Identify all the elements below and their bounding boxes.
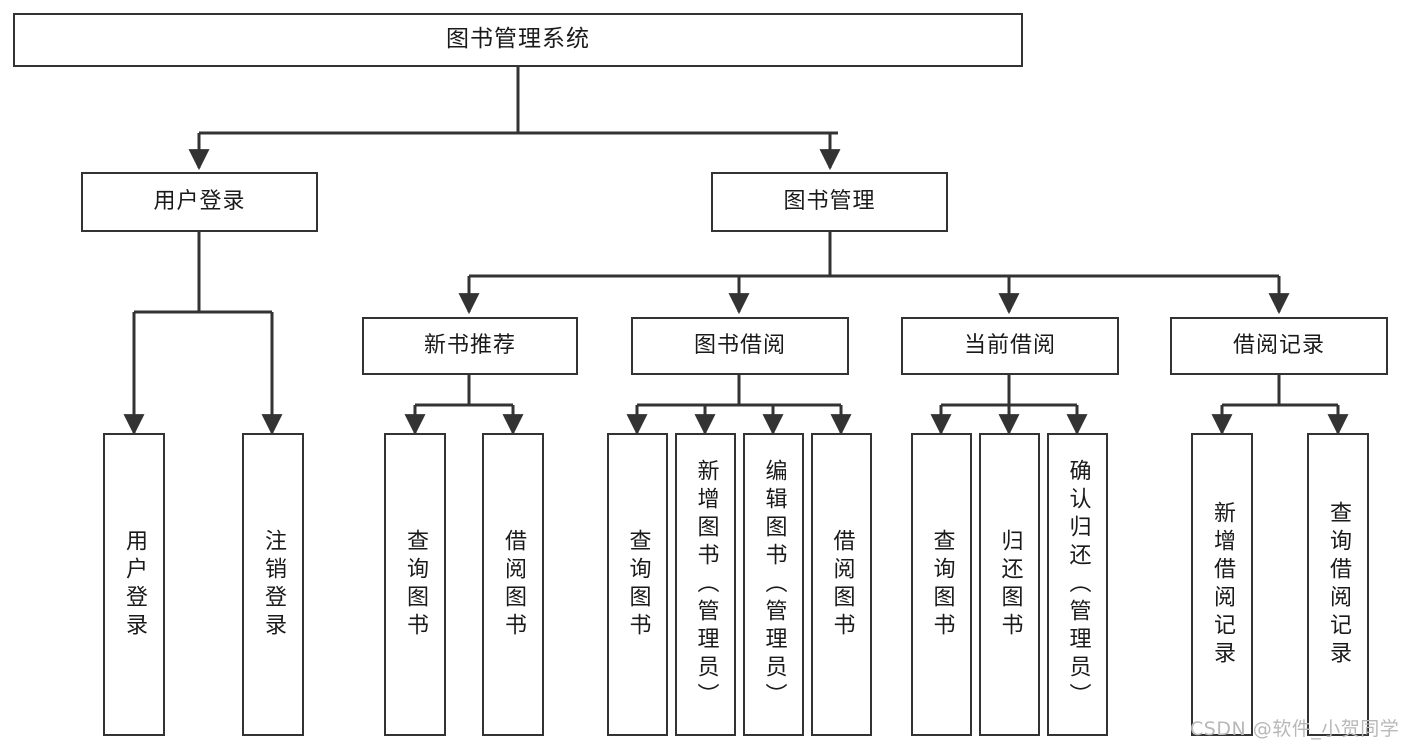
- node-book-management[interactable]: 图书管理: [711, 172, 948, 232]
- node-label: 查询借阅记录: [1326, 500, 1351, 669]
- leaf-book-borrow-borrow[interactable]: 借阅图书: [811, 433, 872, 736]
- csdn-watermark: CSDN @软件_小贺同学: [1190, 718, 1400, 740]
- node-root-library-system[interactable]: 图书管理系统: [13, 13, 1023, 67]
- node-label: 图书借阅: [693, 332, 786, 358]
- node-label: 用户登录: [122, 528, 147, 641]
- node-label: 用户登录: [153, 188, 246, 214]
- leaf-borrow-record-add[interactable]: 新增借阅记录: [1191, 433, 1253, 736]
- leaf-current-borrow-return[interactable]: 归还图书: [979, 433, 1040, 736]
- node-borrow-record[interactable]: 借阅记录: [1170, 317, 1388, 375]
- node-label: 图书管理系统: [446, 26, 590, 53]
- node-current-borrow[interactable]: 当前借阅: [901, 317, 1119, 375]
- node-user-login[interactable]: 用户登录: [81, 172, 318, 232]
- node-label: 借阅记录: [1232, 332, 1325, 358]
- node-label: 当前借阅: [963, 332, 1056, 358]
- leaf-user-login-signout[interactable]: 注销登录: [242, 433, 304, 736]
- node-label: 新增借阅记录: [1210, 500, 1235, 669]
- leaf-book-borrow-add[interactable]: 新增图书（管理员）: [675, 433, 736, 736]
- node-book-borrow[interactable]: 图书借阅: [631, 317, 849, 375]
- leaf-borrow-record-query[interactable]: 查询借阅记录: [1307, 433, 1369, 736]
- node-label: 查询图书: [625, 528, 651, 641]
- leaf-new-book-borrow[interactable]: 借阅图书: [482, 433, 544, 736]
- node-label: 新增图书（管理员）: [693, 458, 719, 711]
- leaf-user-login-signin[interactable]: 用户登录: [103, 433, 165, 736]
- node-label: 图书管理: [783, 188, 876, 214]
- node-label: 归还图书: [997, 528, 1023, 641]
- node-label: 注销登录: [261, 528, 286, 641]
- node-label: 查询图书: [929, 528, 955, 641]
- node-label: 编辑图书（管理员）: [761, 458, 787, 711]
- leaf-current-borrow-confirm-return[interactable]: 确认归还（管理员）: [1047, 433, 1108, 736]
- node-label: 借阅图书: [501, 528, 526, 641]
- node-new-book-recommend[interactable]: 新书推荐: [362, 317, 578, 375]
- node-label: 查询图书: [403, 528, 428, 641]
- leaf-book-borrow-edit[interactable]: 编辑图书（管理员）: [743, 433, 804, 736]
- leaf-book-borrow-query[interactable]: 查询图书: [607, 433, 668, 736]
- leaf-new-book-query[interactable]: 查询图书: [384, 433, 446, 736]
- node-label: 确认归还（管理员）: [1065, 458, 1091, 711]
- leaf-current-borrow-query[interactable]: 查询图书: [911, 433, 972, 736]
- node-label: 借阅图书: [829, 528, 855, 641]
- node-label: 新书推荐: [423, 332, 516, 358]
